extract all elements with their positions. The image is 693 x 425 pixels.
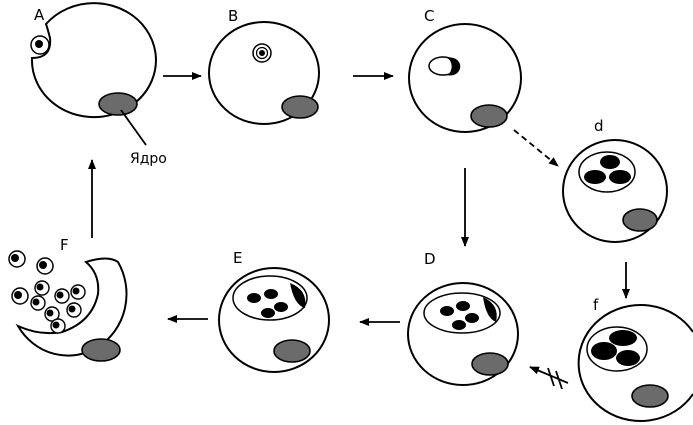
stage-d-upper-vacuole: [423, 292, 501, 334]
arrow-block-mark-2: [555, 370, 563, 390]
stage-a-cell: [30, 2, 157, 119]
stage-d-upper-nucleus: [471, 352, 509, 376]
stage-f-upper: F: [8, 236, 128, 362]
stage-a: A Ядро: [30, 2, 167, 167]
label-b: B: [228, 7, 238, 25]
stage-d-lower-vacuole: [578, 151, 636, 193]
stage-a-nucleus: [98, 92, 138, 116]
nucleus-caption: Ядро: [130, 151, 167, 167]
label-f-lower: f: [593, 296, 599, 314]
stage-c-vacuole: [428, 56, 461, 76]
stage-f-lower: f: [577, 296, 693, 422]
stage-f-upper-nucleus: [81, 338, 121, 362]
arrow-f-lower-to-d-upper: [529, 366, 569, 384]
stage-c-nucleus: [470, 104, 508, 128]
stage-e-vacuole: [232, 275, 308, 321]
arrow-c-to-d-lower: [513, 129, 559, 167]
stage-d-lower-nucleus: [622, 208, 658, 232]
stage-f-upper-vacuole-parasites: [30, 280, 86, 334]
stage-b-nucleus: [281, 95, 319, 119]
stage-e-nucleus: [273, 339, 311, 363]
stage-f-lower-vacuole: [586, 326, 648, 372]
stage-a-parasite: [30, 35, 50, 55]
stage-b: B: [208, 7, 320, 125]
label-e: E: [233, 249, 242, 267]
stage-b-parasite: [252, 43, 272, 63]
cycle-arrows: [88, 72, 630, 390]
label-a: A: [34, 6, 45, 24]
label-c: C: [424, 7, 434, 25]
arrow-block-mark-1: [547, 367, 555, 387]
stage-e: E: [218, 249, 330, 373]
stage-d-lower: d: [562, 117, 668, 243]
stage-f-upper-released-parasites: [8, 250, 54, 305]
stage-c: C: [408, 7, 522, 133]
stage-d-upper: D: [407, 250, 519, 386]
stage-f-upper-cell: [15, 257, 128, 357]
stage-f-lower-nucleus: [631, 384, 669, 408]
label-d-upper: D: [424, 250, 436, 268]
label-d-lower: d: [594, 117, 604, 135]
label-f-upper: F: [60, 236, 69, 254]
nucleus-pointer-line: [120, 109, 147, 146]
